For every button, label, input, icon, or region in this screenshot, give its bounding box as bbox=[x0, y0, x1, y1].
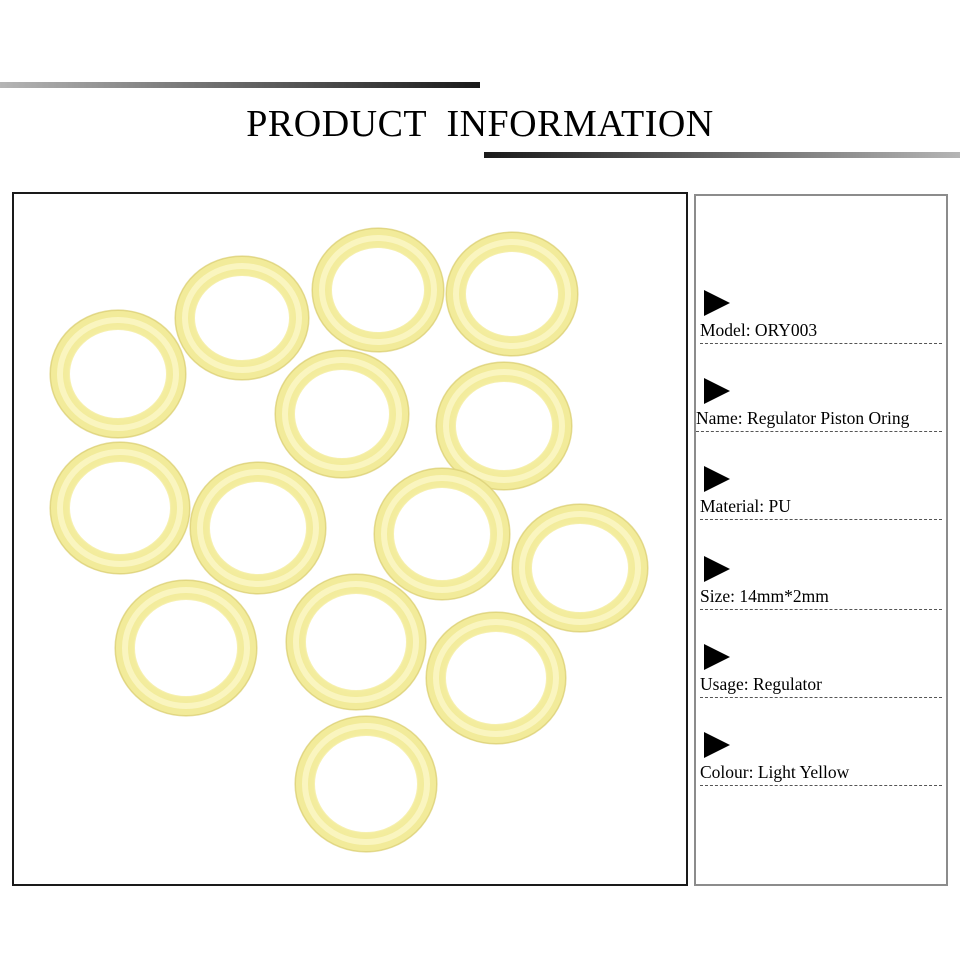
arrow-icon bbox=[704, 732, 730, 758]
o-ring-highlight bbox=[182, 263, 302, 373]
o-ring-edge bbox=[49, 309, 187, 439]
product-photo bbox=[12, 192, 688, 886]
o-ring-edge bbox=[311, 227, 445, 353]
info-size-text: Size: 14mm*2mm bbox=[700, 586, 942, 610]
o-ring-edge bbox=[511, 503, 649, 633]
decorative-bar-bottom bbox=[484, 152, 960, 158]
o-ring-highlight bbox=[519, 511, 641, 625]
arrow-icon bbox=[704, 466, 730, 492]
decorative-bar-top bbox=[0, 82, 480, 88]
o-ring-highlight bbox=[57, 449, 183, 567]
info-item-model: Model: ORY003 bbox=[700, 290, 942, 344]
info-item-material: Material: PU bbox=[700, 466, 942, 520]
o-ring-highlight bbox=[57, 317, 179, 431]
o-ring-edge bbox=[373, 467, 511, 601]
arrow-icon bbox=[704, 644, 730, 670]
o-ring-highlight bbox=[453, 239, 571, 349]
o-ring-highlight bbox=[122, 587, 250, 709]
product-info-panel: Model: ORY003 Name: Regulator Piston Ori… bbox=[694, 194, 948, 886]
arrow-icon bbox=[704, 378, 730, 404]
info-item-name: Name: Regulator Piston Oring bbox=[696, 378, 942, 432]
info-item-colour: Colour: Light Yellow bbox=[700, 732, 942, 786]
o-ring-edge bbox=[285, 573, 427, 711]
o-ring-highlight bbox=[443, 369, 565, 483]
o-ring-highlight bbox=[381, 475, 503, 593]
info-usage-text: Usage: Regulator bbox=[700, 674, 942, 698]
o-ring-edge bbox=[274, 349, 410, 479]
info-material-text: Material: PU bbox=[700, 496, 942, 520]
o-ring-highlight bbox=[197, 469, 319, 587]
info-item-size: Size: 14mm*2mm bbox=[700, 556, 942, 610]
o-rings-illustration bbox=[49, 227, 649, 853]
o-ring-highlight bbox=[293, 581, 419, 703]
o-ring-highlight bbox=[302, 723, 430, 845]
o-ring-highlight bbox=[433, 619, 559, 737]
o-ring-highlight bbox=[319, 235, 437, 345]
page-title: PRODUCT INFORMATION bbox=[246, 103, 714, 145]
info-model-text: Model: ORY003 bbox=[700, 320, 942, 344]
info-item-usage: Usage: Regulator bbox=[700, 644, 942, 698]
o-ring-edge bbox=[114, 579, 258, 717]
o-ring-edge bbox=[294, 715, 438, 853]
o-ring-edge bbox=[174, 255, 310, 381]
o-ring-edge bbox=[49, 441, 191, 575]
info-colour-text: Colour: Light Yellow bbox=[700, 762, 942, 786]
o-ring-highlight bbox=[282, 357, 402, 471]
arrow-icon bbox=[704, 290, 730, 316]
arrow-icon bbox=[704, 556, 730, 582]
o-ring-edge bbox=[189, 461, 327, 595]
o-ring-edge bbox=[445, 231, 579, 357]
o-ring-edge bbox=[435, 361, 573, 491]
o-ring-edge bbox=[425, 611, 567, 745]
info-name-text: Name: Regulator Piston Oring bbox=[696, 408, 942, 432]
